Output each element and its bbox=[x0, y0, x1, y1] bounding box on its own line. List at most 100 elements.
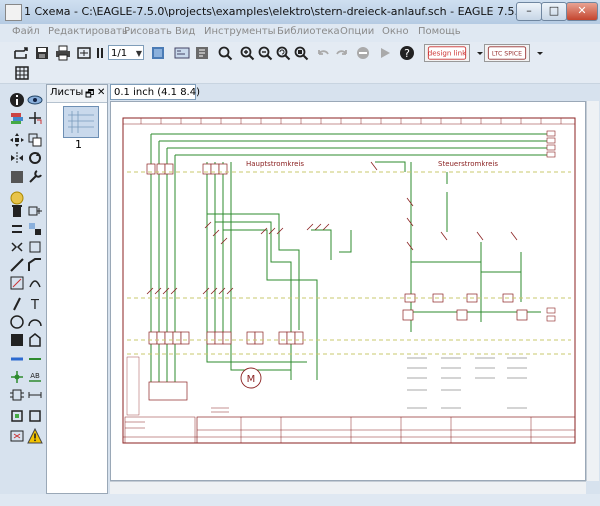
stop-icon[interactable] bbox=[355, 45, 371, 61]
board-icon[interactable] bbox=[174, 45, 190, 61]
schematic-drawing: M Hauptstromkreis Steuerstromkreis bbox=[111, 102, 585, 480]
polygon-icon[interactable] bbox=[27, 332, 43, 348]
menu-help[interactable]: Помощь bbox=[418, 26, 461, 37]
save-icon[interactable] bbox=[34, 45, 50, 61]
circle-icon[interactable] bbox=[9, 314, 25, 330]
close-button[interactable]: ✕ bbox=[566, 2, 598, 21]
designlink-button[interactable]: design link bbox=[424, 44, 470, 62]
chevron-down-icon: ▼ bbox=[136, 46, 142, 61]
gateswap-icon[interactable] bbox=[9, 239, 25, 255]
miter-icon[interactable] bbox=[27, 257, 43, 273]
sheet-thumbnail[interactable] bbox=[63, 106, 99, 138]
zoom-in-icon[interactable] bbox=[239, 45, 255, 61]
window-title: 1 Схема - C:\EAGLE-7.5.0\projects\exampl… bbox=[24, 5, 595, 18]
replace-icon[interactable] bbox=[27, 221, 43, 237]
grid-icon[interactable] bbox=[14, 65, 30, 81]
info-icon[interactable] bbox=[9, 92, 25, 108]
mirror-icon[interactable] bbox=[9, 150, 25, 166]
script-icon[interactable] bbox=[194, 45, 210, 61]
arc-icon[interactable] bbox=[27, 314, 43, 330]
wrench-icon[interactable] bbox=[27, 169, 43, 185]
horizontal-scrollbar[interactable] bbox=[110, 481, 586, 495]
rotate-icon[interactable] bbox=[27, 150, 43, 166]
schematic-frame bbox=[123, 118, 575, 443]
undo-icon[interactable] bbox=[315, 45, 331, 61]
main-toolbar: 1/1 ▼ ? design link LTC SPICE bbox=[0, 42, 600, 65]
sheet-select[interactable]: 1/1 ▼ bbox=[108, 45, 144, 60]
copy-icon[interactable] bbox=[27, 132, 43, 148]
eye-icon[interactable] bbox=[27, 92, 43, 108]
menu-edit[interactable]: Редактировать bbox=[48, 26, 128, 37]
invoke-icon[interactable] bbox=[27, 239, 43, 255]
close-icon[interactable]: ✕ bbox=[97, 87, 105, 98]
flag-icon[interactable] bbox=[9, 428, 25, 444]
terminal-markers bbox=[547, 131, 555, 321]
pinswap-icon[interactable] bbox=[9, 221, 25, 237]
vertical-scrollbar[interactable] bbox=[586, 101, 599, 481]
add-icon[interactable] bbox=[27, 203, 43, 219]
maximize-button[interactable]: □ bbox=[541, 2, 567, 21]
warning-icon[interactable] bbox=[27, 428, 43, 444]
minimize-button[interactable]: – bbox=[516, 2, 542, 21]
optimize-icon[interactable] bbox=[9, 275, 25, 291]
title-bar: 1 Схема - C:\EAGLE-7.5.0\projects\exampl… bbox=[0, 0, 600, 25]
junction-icon[interactable] bbox=[9, 369, 25, 385]
smash-icon[interactable] bbox=[27, 275, 43, 291]
sheet-number: 1 bbox=[75, 138, 82, 151]
svg-text:AB: AB bbox=[30, 372, 40, 380]
label-icon[interactable]: AB bbox=[27, 369, 43, 385]
menu-library[interactable]: Библиотека bbox=[277, 26, 340, 37]
reference-dashed-lines bbox=[127, 172, 571, 354]
svg-text:?: ? bbox=[404, 47, 410, 60]
mark-icon[interactable] bbox=[27, 110, 43, 126]
print-icon[interactable] bbox=[55, 45, 71, 61]
split-icon[interactable] bbox=[9, 257, 25, 273]
help-icon[interactable]: ? bbox=[399, 45, 415, 61]
menu-draw[interactable]: Рисовать bbox=[124, 26, 172, 37]
zoom-fit-icon[interactable] bbox=[217, 45, 233, 61]
zoom-select-icon[interactable] bbox=[293, 45, 309, 61]
title-block-cells bbox=[197, 417, 575, 443]
redo-icon[interactable] bbox=[334, 45, 350, 61]
bus-icon[interactable] bbox=[9, 351, 25, 367]
menu-view[interactable]: Вид bbox=[175, 26, 195, 37]
frame-ticks bbox=[141, 118, 561, 124]
ltspice-label: LTC SPICE bbox=[492, 51, 522, 58]
status-bar bbox=[0, 494, 600, 506]
coordinate-display: 0.1 inch (4.1 8.4) bbox=[110, 84, 196, 100]
cam-processor-icon[interactable] bbox=[76, 45, 92, 61]
sheets-header: Листы 🗗 ✕ bbox=[47, 85, 107, 103]
ltspice-button[interactable]: LTC SPICE bbox=[484, 44, 530, 62]
chevron-down-icon[interactable] bbox=[472, 45, 480, 61]
redraw-icon[interactable] bbox=[275, 45, 291, 61]
chevron-down-icon[interactable] bbox=[532, 45, 540, 61]
menu-tools[interactable]: Инструменты bbox=[204, 26, 276, 37]
erc-check-icon[interactable] bbox=[27, 408, 43, 424]
wire-icon[interactable] bbox=[9, 296, 25, 312]
open-icon[interactable] bbox=[13, 45, 29, 61]
component-boxes bbox=[147, 164, 527, 400]
switch-contacts bbox=[147, 162, 517, 294]
zoom-out-icon[interactable] bbox=[257, 45, 273, 61]
layers-icon[interactable] bbox=[9, 110, 25, 126]
schematic-canvas[interactable]: M Hauptstromkreis Steuerstromkreis bbox=[110, 101, 586, 481]
text-icon[interactable]: T bbox=[27, 296, 43, 312]
go-icon[interactable] bbox=[377, 45, 393, 61]
pin-icon[interactable]: 🗗 bbox=[85, 87, 94, 104]
rect-icon[interactable] bbox=[9, 332, 25, 348]
menu-options[interactable]: Опции bbox=[340, 26, 374, 37]
net-icon[interactable] bbox=[27, 351, 43, 367]
app-icon bbox=[5, 4, 22, 21]
menu-window[interactable]: Окно bbox=[382, 26, 409, 37]
contact-legend bbox=[407, 358, 527, 408]
move-icon[interactable] bbox=[9, 132, 25, 148]
sheets-panel: Листы 🗗 ✕ 1 bbox=[46, 84, 108, 494]
menu-file[interactable]: Файл bbox=[12, 26, 40, 37]
attribute-icon[interactable] bbox=[9, 387, 25, 403]
erc-icon[interactable] bbox=[9, 408, 25, 424]
delete-icon[interactable] bbox=[9, 203, 25, 219]
dimension-icon[interactable] bbox=[27, 387, 43, 403]
switch-board-icon[interactable] bbox=[150, 45, 166, 61]
group-icon[interactable] bbox=[9, 169, 25, 185]
